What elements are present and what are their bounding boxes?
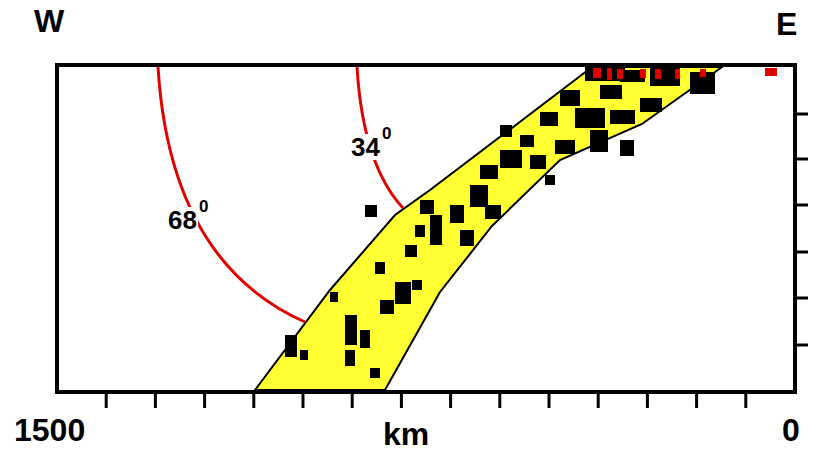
tick-mark [795, 297, 808, 300]
axis-unit: km [383, 418, 429, 450]
quake-mark [655, 69, 661, 79]
earthquake-cluster [285, 67, 715, 378]
quake-mark [700, 69, 706, 77]
quake-mark [575, 108, 605, 128]
tick-mark [744, 392, 747, 408]
quake-mark [405, 245, 417, 257]
quake-mark [345, 350, 355, 366]
quake-mark [370, 368, 380, 378]
tick-mark [302, 392, 305, 408]
quake-mark [460, 230, 474, 246]
tick-mark [449, 392, 452, 408]
degree-mark: 0 [198, 198, 209, 215]
quake-mark [285, 335, 297, 357]
compass-label: W [34, 5, 64, 37]
quake-mark [365, 205, 377, 217]
dip-angle: 34 [350, 134, 381, 160]
quake-mark [412, 280, 422, 290]
quake-mark [675, 69, 680, 79]
section-frame [57, 65, 795, 392]
tick-mark [795, 204, 808, 207]
quake-mark [345, 315, 357, 345]
degree-mark: 0 [381, 125, 392, 142]
quake-mark [610, 110, 635, 124]
tick-mark [400, 392, 403, 408]
quake-mark [600, 85, 622, 99]
tick-mark [498, 392, 501, 408]
quake-mark [540, 112, 558, 126]
tick-mark [154, 392, 157, 408]
seismic-zone [255, 67, 722, 390]
quake-mark [470, 185, 488, 207]
tick-mark [795, 344, 808, 347]
quake-mark [555, 140, 575, 154]
quake-mark [585, 67, 625, 81]
quake-mark [590, 130, 608, 152]
tick-mark [695, 392, 698, 408]
quake-mark [765, 68, 777, 76]
quake-mark [640, 69, 646, 78]
tick-mark [548, 392, 551, 408]
axis-ticks [106, 114, 808, 408]
axis-value: 0 [782, 414, 800, 446]
quake-mark [607, 68, 612, 80]
quake-mark [560, 90, 580, 106]
axis-value: 1500 [14, 414, 85, 446]
tick-mark [105, 392, 108, 408]
quake-mark [500, 150, 522, 168]
quake-mark [415, 225, 425, 237]
quake-mark [545, 175, 555, 185]
compass-label: E [776, 8, 797, 40]
tick-mark [597, 392, 600, 408]
tick-mark [203, 392, 206, 408]
quake-mark [420, 200, 434, 214]
quake-mark [593, 68, 601, 78]
quake-mark [520, 135, 534, 147]
quake-mark [360, 330, 370, 348]
tick-mark [252, 392, 255, 408]
quake-mark [330, 292, 338, 302]
tick-mark [351, 392, 354, 408]
quake-mark [380, 300, 394, 314]
quake-mark [485, 205, 501, 219]
quake-mark [530, 155, 546, 169]
angle-arc-68 [158, 67, 305, 322]
tick-mark [795, 251, 808, 254]
quake-mark [640, 98, 662, 112]
quake-mark [620, 140, 634, 156]
quake-mark [375, 262, 385, 274]
quake-mark [300, 350, 308, 360]
quake-mark [500, 125, 512, 137]
quake-mark [450, 205, 464, 223]
quake-mark [617, 69, 623, 79]
dip-angle: 68 [167, 207, 198, 233]
quake-mark [395, 282, 411, 304]
quake-mark [480, 165, 498, 179]
quake-mark [430, 215, 442, 245]
quake-mark [620, 70, 645, 82]
quake-mark [650, 68, 680, 86]
shallow-quake-cluster [593, 68, 777, 80]
tick-mark [795, 113, 808, 116]
tick-mark [795, 158, 808, 161]
tick-mark [646, 392, 649, 408]
